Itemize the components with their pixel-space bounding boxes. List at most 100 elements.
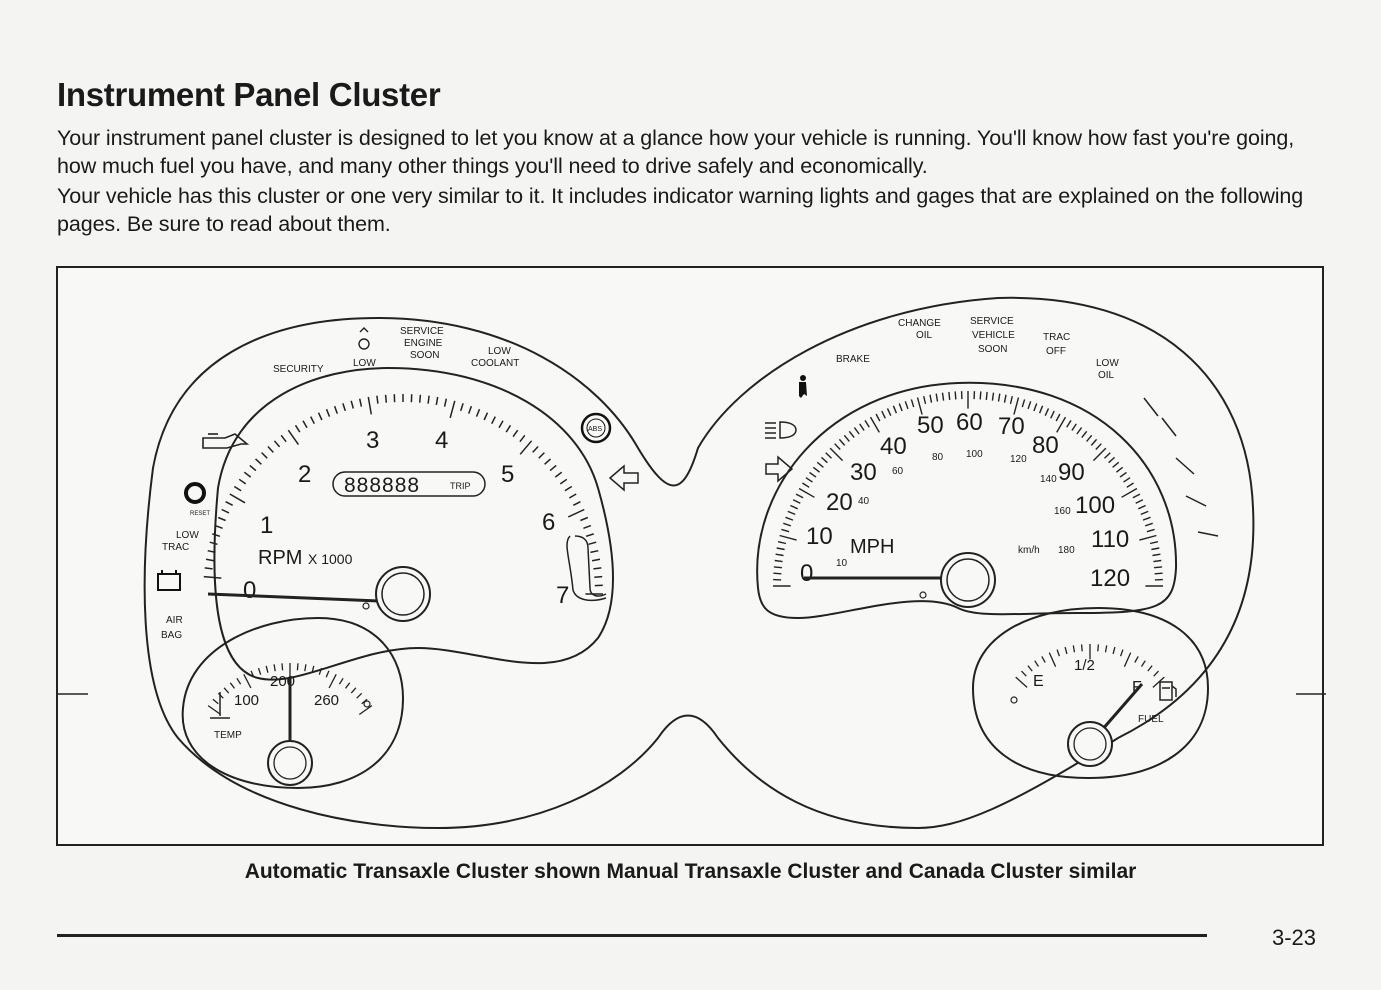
- gauge-tick: [979, 391, 982, 400]
- gauge-tick: [1064, 646, 1068, 655]
- gauge-tick: [1034, 660, 1040, 667]
- low-coolant-line-2: COOLANT: [471, 358, 519, 369]
- service-engine-line-3: SOON: [410, 350, 439, 361]
- change-oil-line-2: OIL: [916, 330, 933, 341]
- gauge-tick: [233, 485, 242, 492]
- gauge-tick: [1048, 652, 1057, 667]
- gauge-tick: [568, 493, 577, 499]
- gauge-tick: [773, 572, 782, 575]
- kmh-number: 100: [966, 449, 983, 460]
- gauge-tick: [859, 423, 865, 431]
- gauge-tick: [273, 664, 276, 672]
- gauge-tick: [498, 420, 504, 429]
- kmh-number: 160: [1054, 506, 1071, 517]
- low-coolant-light: LOW: [488, 346, 511, 357]
- gauge-tick: [519, 440, 533, 455]
- gauge-tick: [881, 410, 886, 419]
- mph-number: 30: [850, 459, 877, 486]
- high-beam-icon: [765, 421, 797, 439]
- gauge-tick: [1021, 670, 1027, 677]
- gauge-tick: [544, 458, 552, 465]
- gauge-tick: [367, 396, 373, 415]
- gauge-tick: [1123, 652, 1132, 667]
- mph-label: MPH: [850, 536, 894, 558]
- gauge-tick: [777, 541, 787, 545]
- gauge-tick: [223, 687, 230, 694]
- gauge-tick: [449, 400, 456, 418]
- gauge-tick: [838, 438, 846, 446]
- reset-button[interactable]: [184, 482, 206, 504]
- gauge-tick: [580, 516, 589, 522]
- gauge-tick: [1108, 456, 1116, 464]
- gauge-tick: [212, 533, 221, 538]
- gauge-tick: [294, 424, 301, 433]
- gauge-tick: [1080, 644, 1083, 652]
- kmh-number: 60: [892, 466, 904, 477]
- gauge-tick: [302, 420, 308, 429]
- gauge-tick: [209, 541, 218, 546]
- gauge-tick: [1135, 499, 1144, 504]
- gauge-tick: [864, 420, 870, 428]
- cluster-outer-bezel: [143, 296, 1255, 830]
- gauge-tick: [834, 443, 841, 450]
- gauge-tick: [564, 485, 573, 492]
- oil-can-icon: [202, 433, 250, 449]
- gauge-tick: [785, 516, 794, 521]
- gauge-tick: [1112, 646, 1116, 655]
- gauge-tick: [333, 405, 339, 414]
- gauge-tick: [338, 677, 344, 685]
- instrument-cluster-figure: 0 1 2 3 4 5 6 7 RPM X 1000 888888 TRIP S…: [56, 266, 1326, 846]
- gauge-tick: [350, 687, 357, 694]
- page-title: Instrument Panel Cluster: [57, 76, 441, 113]
- right-turn-arrow-icon: [765, 455, 794, 483]
- change-oil-light: CHANGE: [898, 318, 941, 329]
- service-vehicle-soon-light: SERVICE: [970, 316, 1014, 327]
- temp-gauge-outline: [181, 616, 405, 790]
- low-trac-line-2: TRAC: [162, 542, 189, 553]
- gauge-tick: [997, 393, 1001, 402]
- gauge-tick: [1152, 553, 1161, 557]
- gauge-tick: [358, 705, 373, 716]
- tach-face-outline: [213, 366, 614, 681]
- fuel-gauge-outline: [971, 606, 1210, 780]
- gauge-tick: [243, 674, 252, 689]
- gauge-tick: [257, 667, 262, 675]
- gauge-tick: [519, 434, 526, 443]
- gauge-tick: [1132, 493, 1141, 499]
- gauge-tick: [869, 416, 880, 433]
- gauge-tick: [1033, 403, 1038, 412]
- gauge-tick: [356, 692, 363, 699]
- gauge-tick: [590, 549, 599, 554]
- gauge-tick: [985, 391, 988, 400]
- gauge-tick: [916, 397, 923, 415]
- gauge-tick: [254, 458, 262, 465]
- gauge-tick: [812, 466, 821, 473]
- gauge-tick: [475, 408, 481, 417]
- gauge-tick: [221, 508, 230, 514]
- gauge-tick: [1009, 395, 1013, 405]
- gauge-tick: [1104, 645, 1108, 653]
- gauge-tick: [281, 663, 284, 671]
- fuel-label: FUEL: [1138, 714, 1164, 725]
- mph-number: 120: [1090, 565, 1130, 592]
- gauge-tick: [795, 493, 804, 499]
- gauge-tick: [554, 471, 563, 478]
- gauge-tick: [792, 499, 801, 504]
- page-number: 3-23: [1272, 925, 1317, 950]
- gauge-tick: [287, 429, 300, 446]
- tach-number: 4: [435, 427, 448, 454]
- gauge-tick: [384, 394, 388, 403]
- gauge-tick: [459, 403, 464, 412]
- gauge-tick: [1119, 471, 1127, 478]
- mph-number: 40: [880, 433, 907, 460]
- gauge-tick: [774, 559, 783, 563]
- gauge-tick: [848, 430, 855, 439]
- gauge-tick: [790, 504, 798, 510]
- gauge-tick: [1003, 394, 1007, 403]
- gauge-tick: [318, 667, 323, 675]
- gauge-tick: [991, 392, 995, 401]
- gauge-tick: [328, 674, 337, 689]
- gauge-tick: [1154, 566, 1163, 569]
- gauge-tick: [249, 464, 257, 472]
- gauge-tick: [585, 533, 594, 538]
